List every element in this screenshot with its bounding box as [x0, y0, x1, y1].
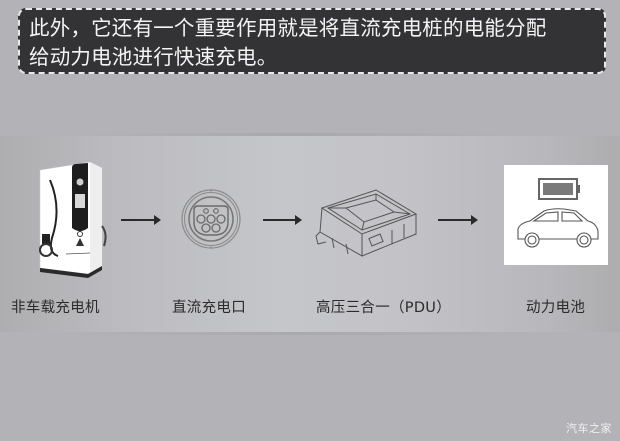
caption-line-1: 此外，它还有一个重要作用就是将直流充电桩的电能分配 — [29, 16, 547, 40]
caption-line-2: 给动力电池进行快速充电。 — [29, 45, 278, 69]
node-label-charger: 非车载充电机 — [11, 300, 100, 316]
caption-box: 此外，它还有一个重要作用就是将直流充电桩的电能分配 给动力电池进行快速充电。 — [18, 8, 606, 74]
node-label-pdu: 高压三合一（PDU） — [316, 300, 452, 316]
panel-shadow — [80, 133, 510, 137]
dc-charging-station-icon — [28, 158, 108, 278]
battery-car-icon — [504, 165, 608, 265]
panel-shadow — [60, 332, 540, 335]
node-label-charging-port: 直流充电口 — [172, 300, 246, 316]
flow-arrow-2 — [263, 215, 302, 225]
watermark: 汽车之家 — [566, 422, 612, 435]
pdu-module-icon — [312, 178, 424, 260]
flow-arrow-3 — [438, 215, 478, 225]
dc-charging-port-icon — [180, 188, 242, 250]
flow-arrow-1 — [121, 215, 161, 225]
node-label-battery: 动力电池 — [526, 300, 586, 316]
